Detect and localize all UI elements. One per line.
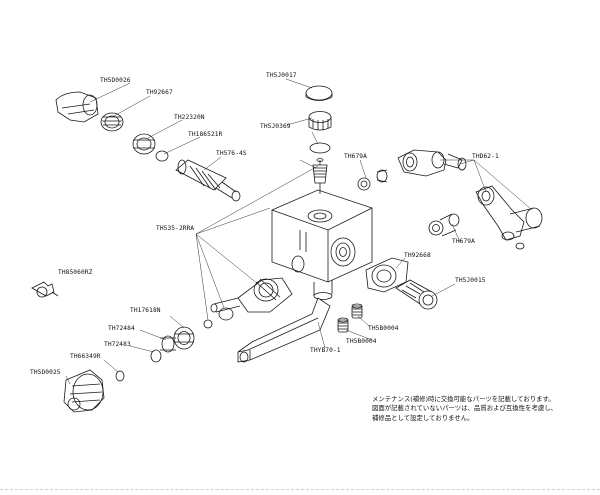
- label-th66349r: TH66349R: [70, 353, 101, 360]
- handle-th5d0026: [55, 91, 99, 123]
- note-line-2: 図面が記載されていないパーツは、品質および互換性を考慮し、: [372, 404, 558, 413]
- bottom-fittings: [337, 303, 363, 333]
- label-th72484: TH72484: [108, 325, 135, 332]
- ring-th72483: [150, 349, 162, 363]
- oring-th186521r: [155, 150, 169, 162]
- label-th85060rz: TH85060RZ: [58, 269, 93, 276]
- cartridge-th576-4s: [175, 159, 241, 202]
- label-th22320n: TH22320N: [174, 114, 205, 121]
- label-th679a-right: TH679A: [452, 238, 475, 245]
- label-th186521r: TH186521R: [188, 131, 223, 138]
- plug-th5j0015: [395, 279, 438, 310]
- oring-top: [309, 142, 331, 154]
- handle-th5d0025: [63, 369, 105, 413]
- leader-lines: [65, 78, 533, 385]
- ring-th92667: [100, 112, 124, 132]
- part-labels: TH5D0026 TH92667 TH22320N TH186521R TH57…: [30, 72, 499, 376]
- label-th5d0026: TH5D0026: [100, 77, 131, 84]
- valve-body: [271, 189, 373, 300]
- label-th5b0004-b: TH5B0004: [346, 338, 377, 345]
- label-th5j0015: TH5J0015: [455, 277, 486, 284]
- spout: [237, 297, 331, 363]
- label-th5b0004-a: TH5B0004: [368, 325, 399, 332]
- fitting-th679a-right: [428, 213, 460, 237]
- label-th679a-top: TH679A: [344, 153, 367, 160]
- note-line-1: メンテナンス(補修)時に交換可能なパーツを記載しております。: [372, 395, 555, 403]
- label-th72483: TH72483: [104, 341, 131, 348]
- clip-th66349r: [115, 370, 125, 382]
- washer-lower: [203, 319, 213, 329]
- label-thd62-1: THD62-1: [472, 153, 499, 160]
- adapter-th72484: [160, 335, 176, 353]
- label-thyb70-1: THYB70-1: [310, 347, 341, 354]
- stem-valve: [312, 158, 328, 194]
- cartridge-th535-2rra: [210, 277, 293, 313]
- cartridge-th5j0369: [308, 111, 332, 131]
- label-th5j0017: TH5J0017: [266, 72, 297, 79]
- label-th92668: TH92668: [404, 252, 431, 259]
- top-cap-th5j0017: [305, 85, 333, 101]
- fitting-th679a-top: [357, 169, 388, 191]
- label-th5j0369: TH5J0369: [260, 123, 291, 130]
- elbow-lower: [475, 185, 543, 250]
- label-th535-2rra: TH535-2RRA: [156, 225, 194, 232]
- maintenance-note: メンテナンス(補修)時に交換可能なパーツを記載しております。 図面が記載されてい…: [372, 395, 592, 423]
- key-th85060rz: [31, 281, 59, 298]
- nut-th22320n: [132, 133, 156, 155]
- label-th92667: TH92667: [146, 89, 173, 96]
- label-th576-4s: TH576-4S: [216, 150, 247, 157]
- elbow-upper: [397, 149, 467, 177]
- oring-lower: [218, 307, 234, 321]
- label-th17618n: TH17618N: [130, 307, 161, 314]
- note-line-3: 補修品として設定しておりません。: [372, 413, 474, 422]
- bottom-divider: [0, 489, 600, 490]
- nut-th17618n: [173, 326, 195, 350]
- label-th5d0025: TH5D0025: [30, 369, 61, 376]
